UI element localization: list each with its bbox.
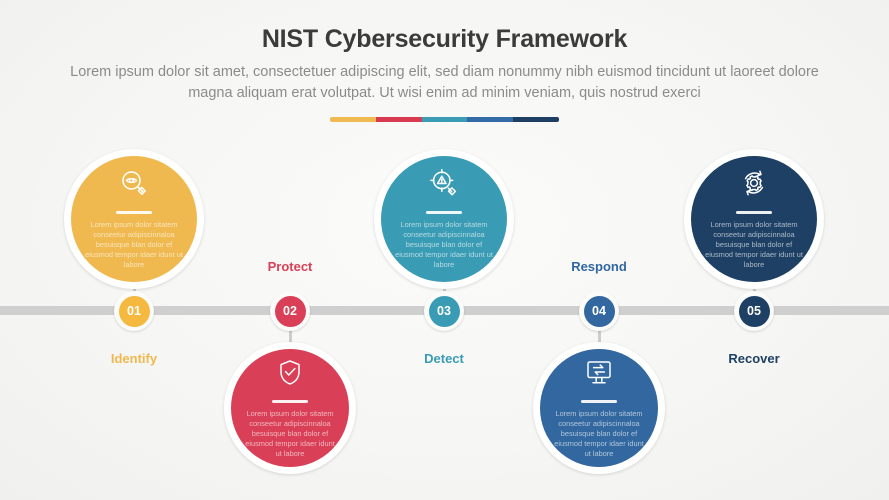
monitor-exchange-icon	[584, 357, 614, 392]
divider-segment-2	[375, 117, 422, 122]
step-description: Lorem ipsum dolor sitatem conseetur adip…	[85, 220, 183, 269]
step-badge-01[interactable]: 01	[114, 291, 154, 331]
step-description: Lorem ipsum dolor sitatem conseetur adip…	[554, 409, 644, 458]
step-label-respond: Respond	[571, 259, 627, 274]
magnifier-eye-icon	[119, 168, 149, 203]
step-card-respond[interactable]: Lorem ipsum dolor sitatem conseetur adip…	[533, 342, 665, 474]
divider-segment-5	[513, 117, 559, 122]
step-card-protect[interactable]: Lorem ipsum dolor sitatem conseetur adip…	[224, 342, 356, 474]
step-number: 01	[118, 295, 150, 327]
card-rule	[272, 400, 308, 403]
step-badge-04[interactable]: 04	[579, 291, 619, 331]
target-alert-magnifier-icon	[429, 168, 459, 203]
card-rule	[581, 400, 617, 403]
card-rule	[426, 211, 462, 214]
step-card-body: Lorem ipsum dolor sitatem conseetur adip…	[71, 156, 197, 282]
divider-segment-1	[330, 117, 376, 122]
step-number: 04	[583, 295, 615, 327]
step-label-identify: Identify	[110, 351, 158, 366]
card-rule	[736, 211, 772, 214]
step-card-body: Lorem ipsum dolor sitatem conseetur adip…	[231, 349, 349, 467]
step-card-body: Lorem ipsum dolor sitatem conseetur adip…	[381, 156, 507, 282]
page-subtitle: Lorem ipsum dolor sit amet, consectetuer…	[70, 64, 819, 101]
step-card-recover[interactable]: Lorem ipsum dolor sitatem conseetur adip…	[684, 149, 824, 289]
step-card-identify[interactable]: Lorem ipsum dolor sitatem conseetur adip…	[64, 149, 204, 289]
step-label-protect: Protect	[267, 259, 313, 274]
gear-refresh-icon	[739, 168, 769, 203]
step-label-detect: Detect	[424, 351, 464, 366]
step-description: Lorem ipsum dolor sitatem conseetur adip…	[395, 220, 493, 269]
step-description: Lorem ipsum dolor sitatem conseetur adip…	[245, 409, 335, 458]
step-card-detect[interactable]: Lorem ipsum dolor sitatem conseetur adip…	[374, 149, 514, 289]
step-label-recover: Recover	[728, 351, 780, 366]
step-number: 05	[738, 295, 770, 327]
step-number: 02	[274, 295, 306, 327]
step-badge-03[interactable]: 03	[424, 291, 464, 331]
divider-segment-4	[467, 117, 514, 122]
step-card-body: Lorem ipsum dolor sitatem conseetur adip…	[691, 156, 817, 282]
step-badge-02[interactable]: 02	[270, 291, 310, 331]
color-divider-bar	[330, 117, 559, 122]
step-number: 03	[428, 295, 460, 327]
shield-check-icon	[275, 357, 305, 392]
step-badge-05[interactable]: 05	[734, 291, 774, 331]
step-card-body: Lorem ipsum dolor sitatem conseetur adip…	[540, 349, 658, 467]
step-description: Lorem ipsum dolor sitatem conseetur adip…	[705, 220, 803, 269]
page-title: NIST Cybersecurity Framework	[261, 25, 628, 53]
divider-segment-3	[421, 117, 468, 122]
card-rule	[116, 211, 152, 214]
